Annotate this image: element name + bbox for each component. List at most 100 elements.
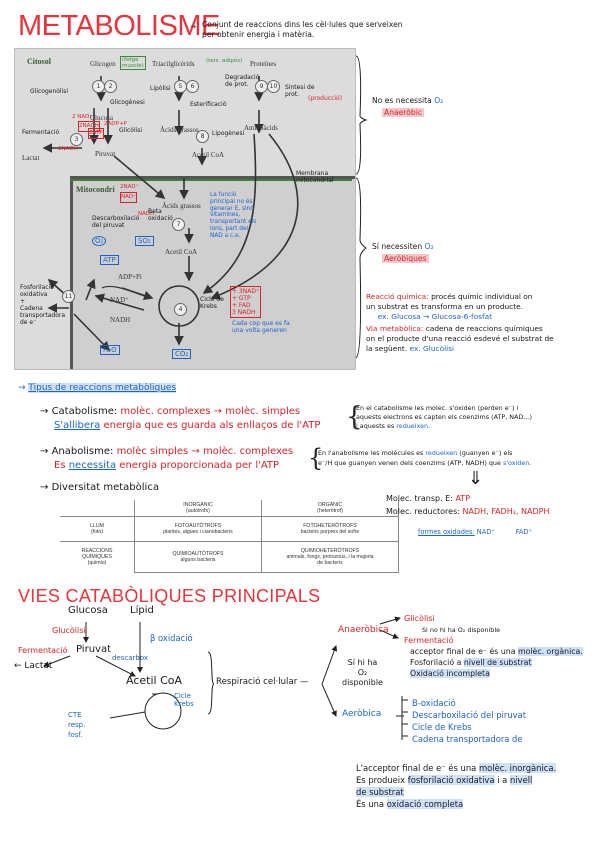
vies-ae-list: B-oxidació Descarboxilació del piruvat C… — [412, 698, 527, 744]
catabolisme-note: En el catabolisme les molec. s'oxiden (p… — [356, 404, 532, 430]
note-nadh-m: NADH — [138, 211, 155, 217]
anaerobic-label: Anaeròbic — [382, 108, 425, 117]
vies-an-fermentacio: Fermentació — [404, 636, 454, 645]
step-2: 2 — [104, 80, 117, 93]
si-o2-note: Sí necessiten O₂ — [372, 242, 434, 251]
vies-final-notes: L'acceptor final de e⁻ és una molèc. ino… — [356, 763, 557, 809]
note-glicolisi: Glicòlisi — [119, 127, 143, 134]
note-nad-m: NAD⁺ — [120, 192, 138, 203]
vies-piruvat: Piruvat — [76, 644, 112, 655]
vies-respiracio: Respiració cel·lular — — [216, 677, 309, 687]
step-3: 3 — [70, 133, 83, 146]
label-nadh: NADH — [110, 316, 131, 324]
note-2adp: 2ADP+P — [104, 121, 127, 127]
vies-an-glicolisi: Glicòlisi — [404, 614, 435, 623]
vies-glucosa: Glucosa — [68, 605, 108, 616]
label-co2: CO₂ — [172, 349, 192, 359]
step-4: 4 — [174, 303, 187, 316]
label-so2: SO₂ — [135, 236, 154, 246]
label-adp: ADP+Pi — [118, 273, 142, 281]
title-definition-line2: per obtenir energia i matèria. — [202, 30, 315, 39]
note-glicogenolisi: Glicogenòlisi — [30, 88, 69, 95]
label-nad: NAD⁺ — [110, 296, 129, 304]
note-glicogenesi: Glicogènesi — [110, 99, 145, 106]
molec-arrow: ⇓ — [468, 468, 484, 489]
via-metabolica-def: Via metabòlica: cadena de reaccions quím… — [366, 324, 554, 353]
label-triacilglicerids: Triacilglicèrids — [152, 60, 195, 68]
catabolisme-line: → Catabolisme: molèc. complexes → molèc.… — [40, 406, 301, 417]
formes-oxidades-line: formes oxidades: NAD⁺ FAD⁺ — [418, 528, 533, 536]
label-proteines: Proteïnes — [250, 60, 277, 68]
note-produccio: (producció) — [308, 95, 343, 102]
note-lipogenesi: Lipogènesi — [212, 130, 245, 137]
title-definition-line1: Conjunt de reaccions dins les cèl·lules … — [202, 20, 403, 29]
anabolisme-note: En l'anabolisme les molècules es redueix… — [318, 449, 532, 467]
note-fermentacio: Fermentació — [22, 129, 60, 136]
tipus-heading: → Tipus de reaccions metabòliques — [18, 383, 177, 393]
note-lipolisi: Lipòlisi — [150, 85, 171, 92]
aerobic-label: Aeròbiques — [382, 254, 429, 263]
vies-descarbox: descarbox — [112, 654, 149, 662]
label-acids-grassos-mito: Àcids grassos — [162, 202, 201, 210]
note-2nadh-b: 2NADH — [58, 146, 78, 152]
label-glicogen: Glicogen — [90, 60, 116, 68]
note-2nad: 2 NAD⁺ — [72, 114, 93, 120]
vies-lactat: ← Lactat — [14, 661, 53, 671]
vies-an-details: acceptor final de e⁻ és una molèc. orgàn… — [410, 647, 583, 678]
cat-brace: { — [346, 402, 363, 432]
label-mitocondri: Mitocondri — [76, 185, 115, 194]
step-11: 11 — [62, 290, 75, 303]
note-teix-adipos: (teix. adipós) — [206, 58, 243, 64]
note-2atp: 2ATP — [88, 128, 104, 139]
vies-acetil-coa: Acetil CoA — [126, 674, 183, 687]
table-header-organic: ORGÀNIC(heteròtrof) — [261, 500, 399, 517]
label-acids-grassos: Àcids grassos — [160, 126, 199, 134]
no-o2-note: No es necessita O₂ — [372, 96, 444, 105]
step-8: 8 — [196, 130, 209, 143]
vies-title: VIES CATABÒLIQUES PRINCIPALS — [18, 586, 321, 606]
page-title: METABOLISME — [18, 10, 220, 42]
reaccio-quimica-def: Reacció química: procés químic individua… — [366, 292, 533, 321]
diversitat-table: INORGÀNIC(autòtrofs) ORGÀNIC(heteròtrof)… — [60, 500, 399, 573]
label-o2: O₂ — [92, 236, 107, 246]
step-10: 10 — [267, 80, 280, 93]
vies-aerobica: Aeròbica — [342, 709, 382, 719]
label-acetil-coa-mito: Acetil CoA — [165, 248, 198, 256]
note-2nad-c: 2NAD⁺ — [120, 184, 139, 190]
ana-brace: { — [308, 444, 324, 472]
mitochondrion-region — [70, 176, 355, 369]
molec-reductores-line: Molec. reductores: NADH, FADH₂, NADPH — [386, 507, 550, 516]
anabolisme-sub: Es necessita energia proporcionada per l… — [54, 460, 280, 471]
anabolisme-line: → Anabolisme: molèc simples → molèc. com… — [40, 446, 294, 457]
diversitat-line: → Diversitat metabòlica — [40, 482, 159, 493]
vies-anaerobica: Anaeròbica — [338, 625, 389, 635]
diagram-arrows — [42, 76, 299, 352]
vies-arrows — [43, 616, 408, 740]
label-acetil-coa-cyto: Acetil CoA — [192, 151, 225, 159]
note-esterificacio: Esterificació — [190, 101, 227, 108]
vies-glucolisi: Glucòlisi — [52, 626, 86, 635]
vies-beta-oxidacio: β oxidació — [150, 633, 193, 643]
label-glucosa: Glucosa — [90, 114, 113, 122]
step-7: 7 — [172, 218, 185, 231]
vies-fermentacio: Fermentació — [18, 646, 68, 655]
label-citosol: Citosol — [27, 57, 51, 66]
vies-an-note: Si no hi ha O₂ disponible — [422, 626, 501, 634]
